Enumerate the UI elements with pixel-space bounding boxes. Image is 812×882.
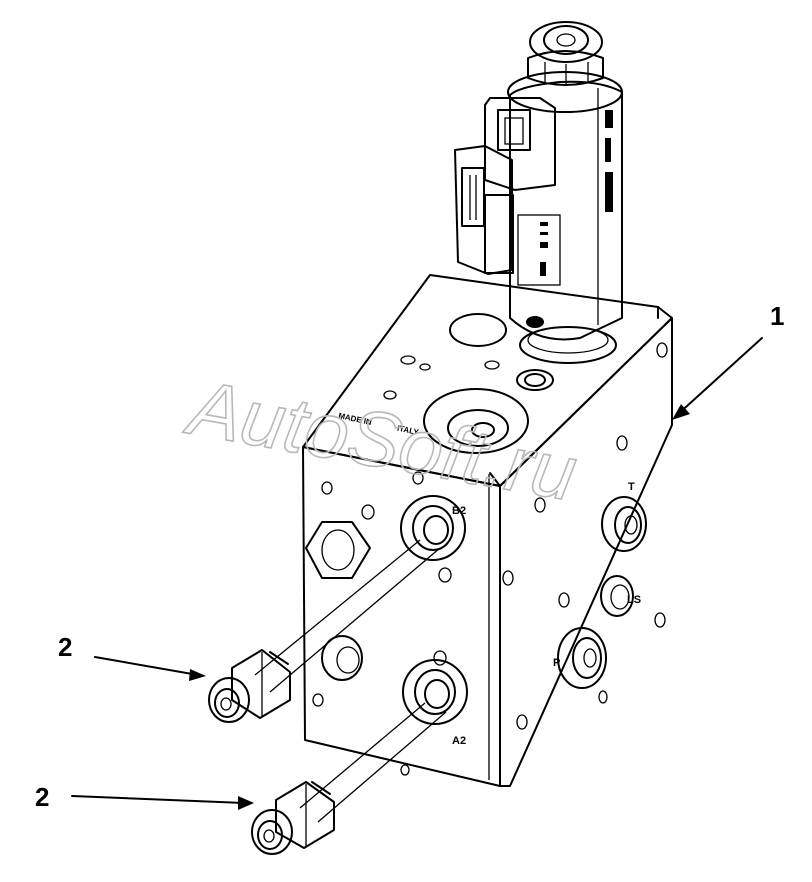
assembly-lines [254, 539, 447, 823]
fitting-upper [208, 649, 291, 723]
top-port-small [516, 369, 554, 391]
side-bore [321, 635, 363, 681]
coil-label-plate [517, 214, 561, 286]
port-b2 [400, 495, 466, 561]
callout-2-lower-number: 2 [35, 782, 49, 812]
callout-1-number: 1 [770, 301, 784, 331]
port-ls [600, 575, 634, 617]
port-labels: B2 A2 T P LS [452, 481, 641, 747]
port-label-t: T [628, 481, 635, 493]
port-label-a2: A2 [452, 735, 466, 747]
valve-block: ITALY MADE IN [302, 274, 673, 787]
callout-1: 1 [672, 301, 784, 420]
port-label-p: P [553, 657, 560, 669]
top-port-rear [449, 313, 507, 347]
solenoid-coil [509, 80, 623, 341]
port-a2 [402, 659, 468, 725]
port-p [557, 627, 607, 689]
solenoid-valve [454, 21, 623, 364]
port-t [601, 496, 647, 552]
callout-2-upper: 2 [58, 632, 206, 681]
fitting-lower [251, 781, 335, 855]
watermark: AutoSoft.ru [179, 362, 583, 517]
coil-nut [527, 21, 604, 86]
electrical-connector [454, 97, 556, 275]
callout-2-lower: 2 [35, 782, 254, 812]
hex-plug [305, 521, 371, 579]
port-label-ls: LS [627, 594, 641, 606]
block-right-face [499, 317, 673, 787]
top-port-large [423, 388, 529, 454]
port-label-b2: B2 [452, 505, 466, 517]
callout-2-upper-number: 2 [58, 632, 72, 662]
